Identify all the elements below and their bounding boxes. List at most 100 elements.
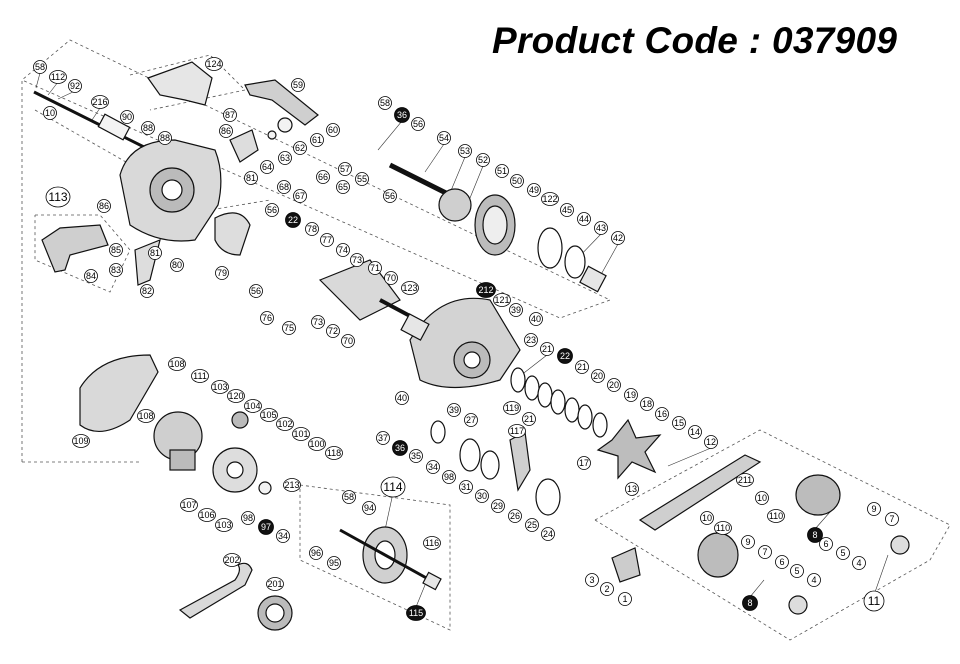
callout-c55: 55 bbox=[355, 172, 369, 186]
callout-c58a: 58 bbox=[33, 60, 47, 74]
left-lever bbox=[41, 224, 109, 273]
callout-c75: 75 bbox=[282, 321, 296, 335]
callout-c10c: 10 bbox=[700, 511, 714, 525]
callout-c27: 27 bbox=[464, 413, 478, 427]
callout-label: 117 bbox=[510, 426, 524, 436]
callout-label: 34 bbox=[428, 462, 438, 472]
callout-c85: 85 bbox=[109, 243, 123, 257]
reel-parts bbox=[33, 61, 910, 631]
callout-label: 104 bbox=[245, 401, 260, 411]
callout-c73a: 73 bbox=[350, 253, 364, 267]
callout-c67: 67 bbox=[293, 189, 307, 203]
callout-label: 10 bbox=[702, 513, 712, 523]
callout-c61: 61 bbox=[310, 133, 324, 147]
callout-label: 73 bbox=[313, 317, 323, 327]
callout-label: 61 bbox=[312, 135, 322, 145]
callout-label: 7 bbox=[762, 547, 767, 557]
callout-label: 11 bbox=[868, 594, 881, 608]
callout-c49: 49 bbox=[527, 183, 541, 197]
callout-c65: 65 bbox=[336, 180, 350, 194]
callout-label: 70 bbox=[386, 273, 396, 283]
callout-label: 87 bbox=[225, 110, 235, 120]
callout-label: 90 bbox=[122, 112, 132, 122]
shaft-bushing bbox=[97, 113, 131, 141]
callout-c103a: 103 bbox=[211, 380, 229, 394]
callout-c110a: 110 bbox=[767, 509, 785, 523]
callout-c100: 100 bbox=[308, 437, 326, 451]
callout-c16: 16 bbox=[655, 407, 669, 421]
callout-c6b: 6 bbox=[775, 555, 789, 569]
callout-label: 73 bbox=[352, 255, 362, 265]
callout-c4a: 4 bbox=[852, 556, 866, 570]
callout-label: 39 bbox=[449, 405, 459, 415]
callout-label: 64 bbox=[262, 162, 272, 172]
callout-c39b: 39 bbox=[447, 403, 461, 417]
callout-label: 56 bbox=[267, 205, 277, 215]
callout-label: 13 bbox=[627, 484, 637, 494]
callout-c40a: 40 bbox=[529, 312, 543, 326]
callout-c90: 90 bbox=[120, 110, 134, 124]
callout-label: 40 bbox=[531, 314, 541, 324]
callout-c40b: 40 bbox=[395, 391, 409, 405]
callout-label: 30 bbox=[477, 491, 487, 501]
callout-label: 92 bbox=[70, 81, 80, 91]
callout-label: 212 bbox=[478, 285, 493, 295]
callout-label: 122 bbox=[542, 194, 557, 204]
callout-c13: 13 bbox=[625, 482, 639, 496]
callout-label: 26 bbox=[510, 511, 520, 521]
callout-label: 113 bbox=[48, 190, 67, 204]
callout-c58c: 58 bbox=[342, 490, 356, 504]
rotor-outline bbox=[34, 109, 271, 211]
callout-c20a: 20 bbox=[591, 369, 605, 383]
callout-c105: 105 bbox=[260, 408, 278, 422]
clutch-lever bbox=[244, 79, 319, 126]
callout-label: 62 bbox=[295, 143, 305, 153]
callout-label: 42 bbox=[613, 233, 623, 243]
callout-g114: 114 bbox=[380, 476, 406, 498]
callout-label: 20 bbox=[609, 380, 619, 390]
callout-c58b: 58 bbox=[378, 96, 392, 110]
callout-c94: 94 bbox=[362, 501, 376, 515]
callout-label: 53 bbox=[460, 146, 470, 156]
callout-c84: 84 bbox=[84, 269, 98, 283]
callout-c29: 29 bbox=[491, 499, 505, 513]
callout-f22a: 22 bbox=[285, 212, 301, 228]
callout-label: 102 bbox=[277, 419, 292, 429]
levelwind-stack bbox=[430, 420, 561, 516]
callout-label: 19 bbox=[626, 390, 636, 400]
callout-label: 201 bbox=[267, 579, 282, 589]
callout-c101: 101 bbox=[292, 427, 310, 441]
callout-c5b: 5 bbox=[790, 564, 804, 578]
callout-c80: 80 bbox=[170, 258, 184, 272]
callout-f36b: 36 bbox=[392, 440, 408, 456]
callout-label: 114 bbox=[383, 480, 402, 494]
callout-c98a: 98 bbox=[442, 470, 456, 484]
callout-label: 51 bbox=[497, 166, 507, 176]
callout-label: 56 bbox=[385, 191, 395, 201]
callout-label: 59 bbox=[293, 80, 303, 90]
callout-label: 81 bbox=[246, 173, 256, 183]
callout-label: 202 bbox=[224, 555, 239, 565]
callout-c7a: 7 bbox=[885, 512, 899, 526]
callout-c118: 118 bbox=[325, 446, 343, 460]
callout-c6a: 6 bbox=[819, 537, 833, 551]
callout-f8b: 8 bbox=[742, 595, 758, 611]
callout-c53: 53 bbox=[458, 144, 472, 158]
callout-c63: 63 bbox=[278, 151, 292, 165]
callout-label: 84 bbox=[86, 271, 96, 281]
callout-c211: 211 bbox=[736, 473, 754, 487]
callout-label: 2 bbox=[604, 584, 609, 594]
handle-knob-b bbox=[697, 532, 739, 578]
callout-label: 40 bbox=[397, 393, 407, 403]
callout-label: 12 bbox=[706, 437, 716, 447]
callout-label: 101 bbox=[293, 429, 308, 439]
callout-label: 36 bbox=[397, 110, 407, 120]
callout-g11: 11 bbox=[863, 590, 885, 612]
callout-c82: 82 bbox=[140, 284, 154, 298]
callout-c108a: 108 bbox=[168, 357, 186, 371]
callout-label: 55 bbox=[357, 174, 367, 184]
callout-label: 95 bbox=[329, 558, 339, 568]
callout-label: 22 bbox=[288, 215, 298, 225]
callout-c5a: 5 bbox=[836, 546, 850, 560]
